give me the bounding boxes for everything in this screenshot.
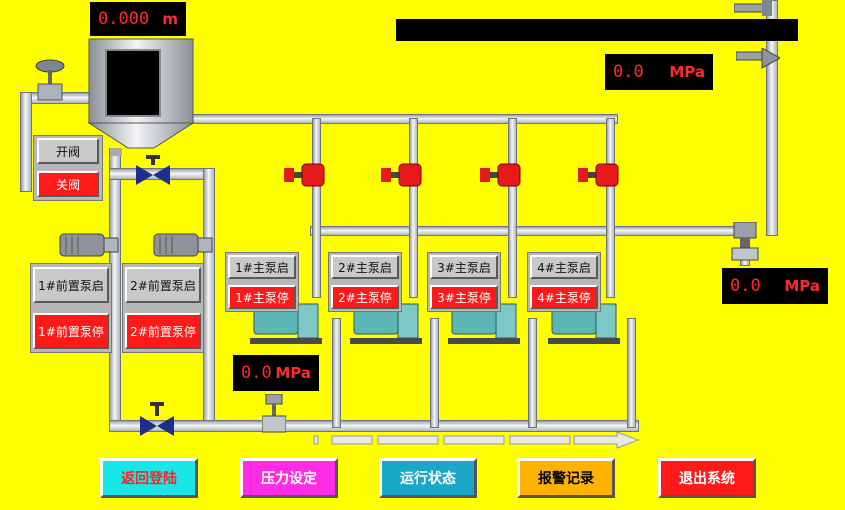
gate-valve-icon [136, 155, 170, 185]
mainpump-motor-icon [250, 303, 322, 344]
outlet-pressure-readout: 0.0 MPa [605, 54, 713, 90]
header-pressure-unit: MPa [784, 277, 820, 295]
mainpump2-stop-button[interactable]: 2#主泵停 [331, 285, 399, 309]
mainpump-motor-icon [548, 303, 620, 344]
suction-pressure-readout: 0.0 MPa [233, 355, 319, 391]
check-valve-icon [578, 163, 619, 187]
alarm-log-button[interactable]: 报警记录 [517, 458, 615, 498]
pump3-suction [528, 318, 537, 428]
tank-level-value: 0.000 [98, 9, 150, 29]
prepump-motor-icon [153, 233, 213, 257]
prepump2-stop-button[interactable]: 2#前置泵停 [125, 313, 201, 349]
mainpump3-stop-button[interactable]: 3#主泵停 [430, 285, 498, 309]
suction-pressure-unit: MPa [275, 364, 311, 382]
suction-pressure-value: 0.0 [241, 363, 272, 383]
mainpump-motor-icon [350, 303, 422, 344]
control-valve-icon [35, 59, 65, 101]
prepump1-stop-button[interactable]: 1#前置泵停 [33, 313, 109, 349]
tank-level-unit: m [162, 10, 178, 28]
mainpump-motor-icon [448, 303, 520, 344]
pump3-riser [508, 118, 517, 298]
mainpump4-start-button[interactable]: 4#主泵启 [530, 255, 598, 279]
prepump2-start-button[interactable]: 2#前置泵启 [125, 267, 201, 303]
mainpump4-stop-button[interactable]: 4#主泵停 [530, 285, 598, 309]
pressure-transmitter-icon [731, 222, 759, 261]
middle-header-pipe [310, 226, 748, 236]
mainpump2-start-button[interactable]: 2#主泵启 [331, 255, 399, 279]
prepump-motor-icon [59, 233, 119, 257]
inlet-pipe-down [20, 92, 32, 192]
outlet-pressure-value: 0.0 [613, 62, 644, 82]
close-valve-button[interactable]: 关阀 [37, 171, 99, 197]
check-valve-icon [480, 163, 521, 187]
check-valve-icon [381, 163, 422, 187]
top-valve-icon [736, 48, 780, 69]
pump2-suction [430, 318, 439, 428]
open-valve-button[interactable]: 开阀 [37, 138, 99, 164]
run-status-button[interactable]: 运行状态 [379, 458, 477, 498]
return-login-button[interactable]: 返回登陆 [100, 458, 198, 498]
header-pressure-readout: 0.0 MPa [722, 268, 828, 304]
gate-valve-icon [140, 402, 174, 436]
pump1-riser [312, 118, 321, 298]
flow-meter-icon [262, 394, 286, 433]
pump2-riser [409, 118, 418, 298]
tank-level-readout: 0.000 m [90, 2, 186, 36]
pressure-setting-button[interactable]: 压力设定 [240, 458, 338, 498]
exit-system-button[interactable]: 退出系统 [658, 458, 756, 498]
mainpump1-start-button[interactable]: 1#主泵启 [228, 255, 296, 279]
flow-arrow-icon [313, 432, 640, 449]
bottom-header-pipe [109, 420, 639, 432]
header-pressure-value: 0.0 [730, 276, 761, 296]
outlet-pressure-unit: MPa [669, 63, 705, 81]
top-valve-icon [734, 0, 772, 16]
tank-icon [88, 38, 194, 156]
status-bar [396, 19, 798, 41]
pump1-suction [332, 318, 341, 428]
top-header-pipe [190, 114, 618, 124]
mainpump3-start-button[interactable]: 3#主泵启 [430, 255, 498, 279]
pump4-suction [627, 318, 636, 428]
prepump1-start-button[interactable]: 1#前置泵启 [33, 267, 109, 303]
branch-down-pipe [203, 168, 215, 430]
pump4-riser [606, 118, 615, 298]
check-valve-icon [284, 163, 325, 187]
mainpump1-stop-button[interactable]: 1#主泵停 [228, 285, 296, 309]
